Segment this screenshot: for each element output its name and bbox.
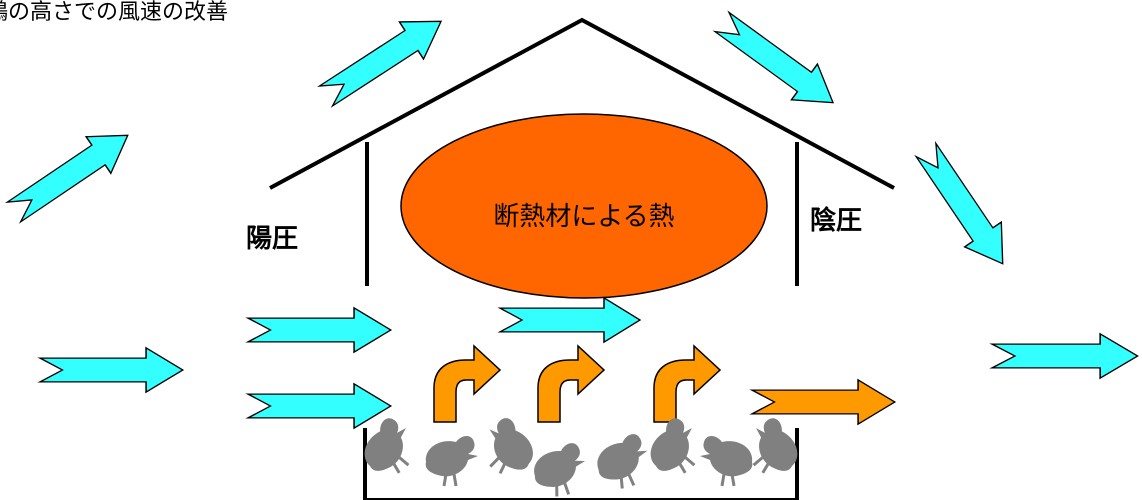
wind-arrow: [499, 297, 641, 343]
chicken-icon: [528, 439, 592, 500]
chicken-icon: [637, 411, 713, 487]
chicken-icon: [590, 429, 657, 495]
warm-air-arrow: [751, 379, 896, 425]
wind-arrow: [906, 136, 1022, 277]
wind-arrow: [708, 3, 847, 122]
chicken-icon: [424, 434, 480, 488]
wind-arrow: [0, 116, 141, 232]
warm-air-curve-arrow: [653, 345, 721, 423]
wind-arrow: [39, 347, 184, 393]
insulation-heat-ellipse: [400, 113, 768, 299]
warm-air-curve-arrow: [433, 345, 501, 423]
wind-arrow: [247, 307, 392, 353]
floor-box: [363, 428, 799, 500]
chicken-icon: [698, 434, 754, 488]
wind-arrow: [313, 2, 454, 116]
negative-pressure-label: 陰圧: [810, 206, 863, 236]
roof-outline: [269, 17, 895, 190]
chicken-icon: [470, 411, 546, 486]
wind-arrow: [991, 333, 1139, 379]
positive-pressure-label: 陽圧: [246, 224, 299, 254]
warm-air-curve-arrow: [537, 345, 605, 423]
diagram-title: 鶏の高さでの風速の改善: [0, 0, 229, 25]
wind-arrow: [247, 383, 392, 429]
insulation-heat-label: 断熱材による熱: [493, 202, 675, 232]
